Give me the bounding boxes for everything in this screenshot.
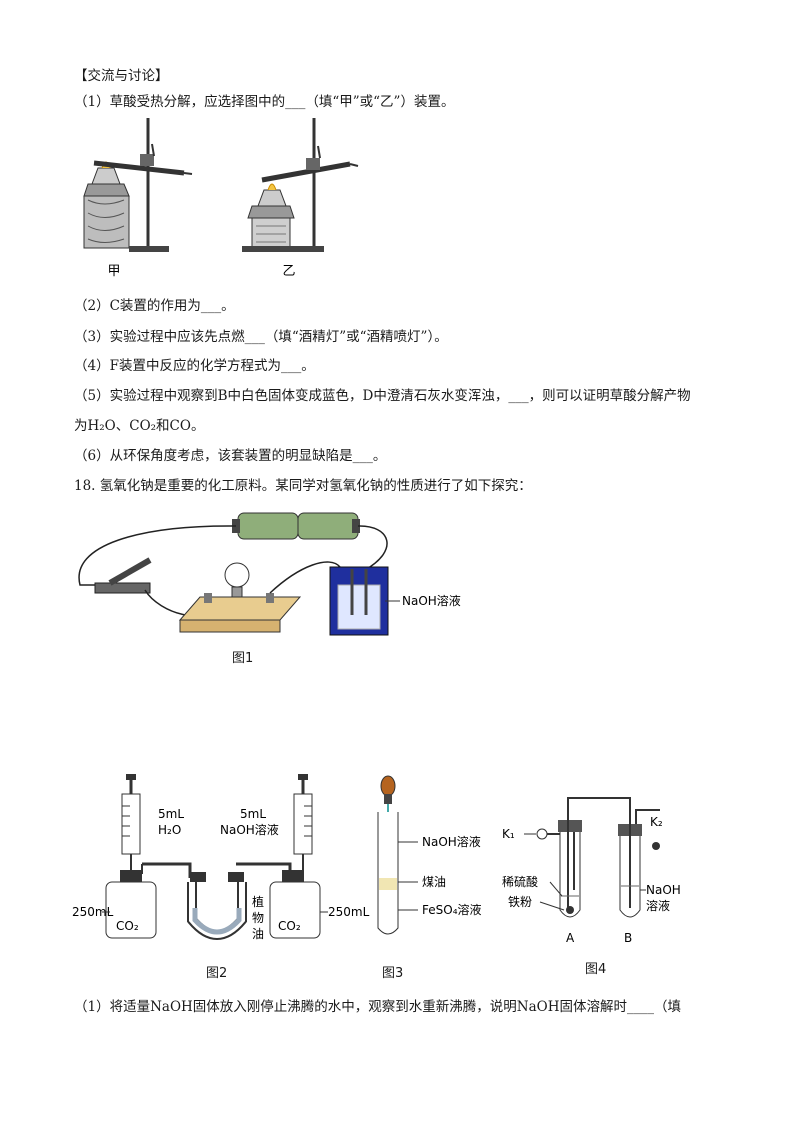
left-syringe-volume: 5mL (158, 807, 184, 821)
question-1: （1）草酸受热分解，应选择图中的___（填“甲”或“乙”）装置。 (74, 94, 455, 110)
oil-label-3: 油 (252, 927, 264, 941)
right-bottle-volume: 250mL (328, 905, 370, 919)
right-syringe-volume: 5mL (240, 807, 266, 821)
left-syringe-content: H₂O (158, 823, 181, 837)
tube-b-label: B (624, 931, 632, 945)
right-syringe-content: NaOH溶液 (220, 822, 279, 837)
figure-3-test-tube: NaOH溶液 煤油 FeSO₄溶液 (377, 775, 482, 935)
question-2: （2）C装置的作用为___。 (74, 298, 235, 314)
label-jia: 甲 (107, 264, 120, 278)
question-5-line1: （5）实验过程中观察到B中白色固体变成蓝色，D中澄清石灰水变浑浊，___，则可以… (74, 388, 691, 404)
figure-1-circuit: NaOH溶液 (78, 512, 461, 636)
left-bottle-volume: 250mL (72, 905, 114, 919)
apparatus-jia (83, 118, 193, 252)
question-3: （3）实验过程中应该先点燃___（填“酒精灯”或“酒精喷灯”）。 (74, 329, 448, 345)
figure-3-caption: 图3 (382, 966, 404, 981)
label-yi: 乙 (282, 264, 295, 278)
naoh-label-1: NaOH (646, 883, 681, 897)
right-bottle-gas: CO₂ (278, 919, 301, 933)
figure-4-caption: 图4 (585, 962, 607, 977)
iron-label: 铁粉 (508, 895, 532, 909)
figure-2-co2-apparatus: 5mL H₂O 250mL CO₂ 植 物 油 CO₂ 250mL 5mL Na… (72, 774, 370, 941)
apparatus-yi (242, 118, 359, 252)
left-bottle-gas: CO₂ (116, 919, 139, 933)
figure-4-apparatus: K₁ 稀硫酸 铁粉 A K₂ NaOH 溶液 B (502, 797, 681, 945)
question-5-line2: 为H₂O、CO₂和CO。 (74, 418, 205, 434)
question-4: （4）F装置中反应的化学方程式为___。 (74, 358, 315, 374)
section-heading: 【交流与讨论】 (74, 68, 169, 84)
acid-label: 稀硫酸 (502, 874, 538, 889)
naoh-label-2: 溶液 (646, 898, 670, 913)
figure-2-caption: 图2 (206, 966, 228, 981)
figure-1-caption: 图1 (232, 651, 254, 666)
question-18-1: （1）将适量NaOH固体放入刚停止沸腾的水中，观察到水重新沸腾，说明NaOH固体… (74, 999, 681, 1015)
fig3-kerosene-label: 煤油 (422, 875, 446, 889)
question-18: 18. 氢氧化钠是重要的化工原料。某同学对氢氧化钠的性质进行了如下探究： (74, 478, 532, 494)
fig3-feso4-label: FeSO₄溶液 (422, 902, 482, 917)
apparatus-figure-jia-yi: 甲 乙 (83, 118, 359, 278)
oil-label-2: 物 (252, 911, 264, 925)
tube-a-label: A (566, 931, 575, 945)
fig3-naoh-label: NaOH溶液 (422, 834, 481, 849)
k2-label: K₂ (650, 815, 663, 829)
question-6: （6）从环保角度考虑，该套装置的明显缺陷是___。 (74, 448, 387, 464)
oil-label-1: 植 (252, 894, 264, 909)
naoh-solution-label: NaOH溶液 (402, 593, 461, 608)
k1-label: K₁ (502, 827, 515, 841)
